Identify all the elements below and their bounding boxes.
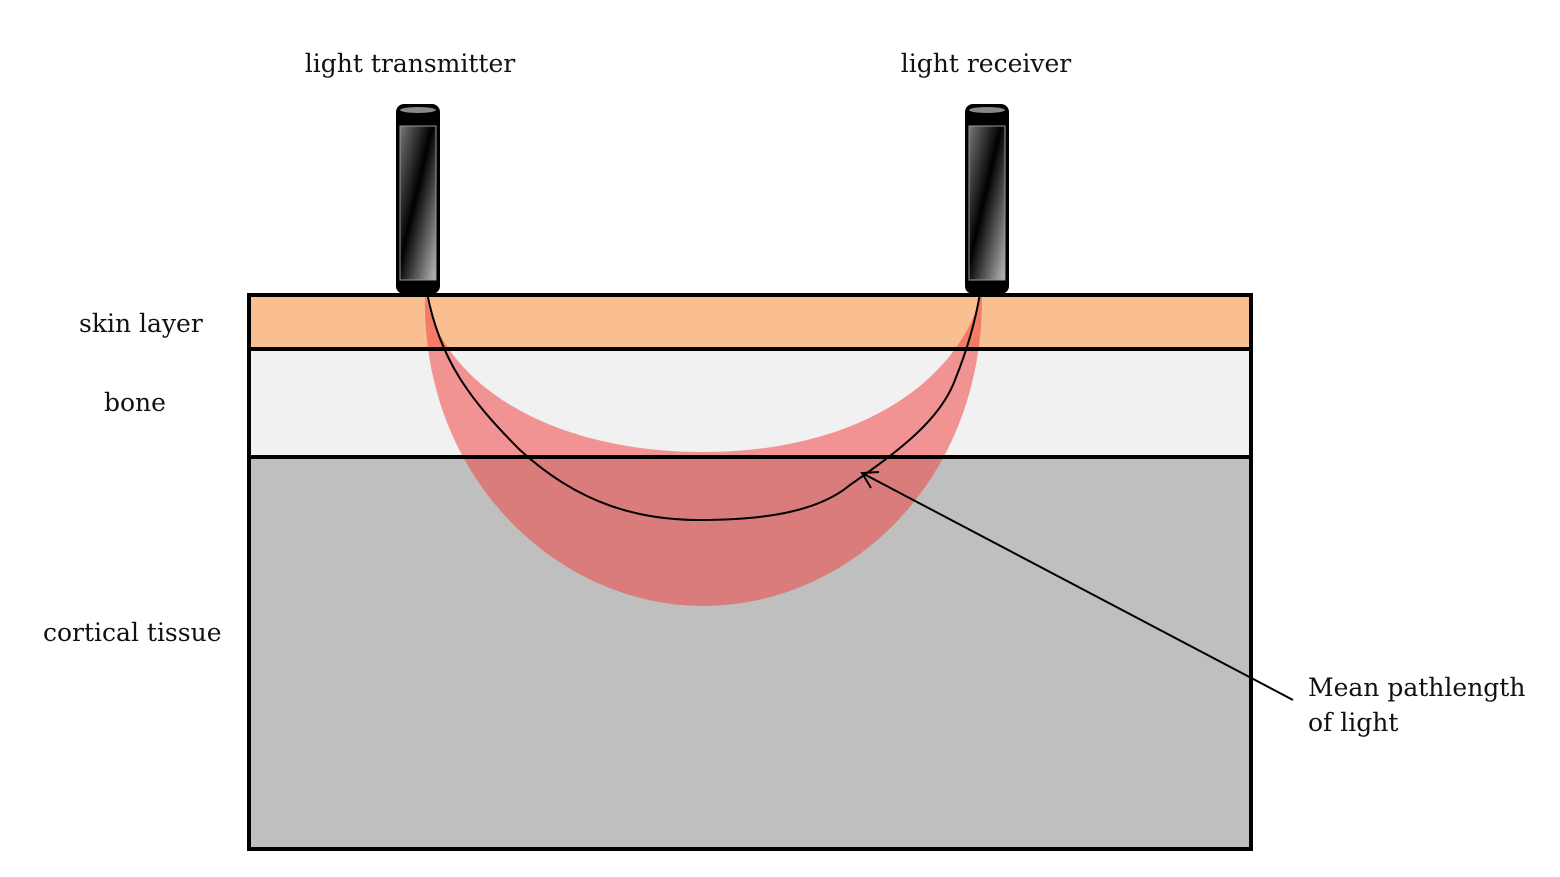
mean-pathlength-label: Mean pathlength bbox=[1308, 673, 1525, 702]
cortical-tissue-label: cortical tissue bbox=[43, 618, 222, 647]
tissue-outline bbox=[247, 293, 1253, 851]
bone-layer bbox=[249, 349, 1251, 457]
arrow-head-icon bbox=[860, 471, 880, 489]
mean-pathlength-label-line2: of light bbox=[1308, 708, 1398, 737]
skin-layer-label: skin layer bbox=[79, 309, 203, 338]
light-receiver-probe bbox=[965, 104, 1009, 294]
pointer-line bbox=[861, 472, 1294, 701]
mean-path-curve bbox=[426, 292, 981, 522]
receiver-label: light receiver bbox=[901, 49, 1072, 78]
skin-layer bbox=[249, 295, 1251, 349]
light-path-region bbox=[424, 292, 983, 606]
bone-label: bone bbox=[104, 388, 166, 417]
light-transmitter-probe bbox=[396, 104, 440, 294]
transmitter-label: light transmitter bbox=[305, 49, 516, 78]
